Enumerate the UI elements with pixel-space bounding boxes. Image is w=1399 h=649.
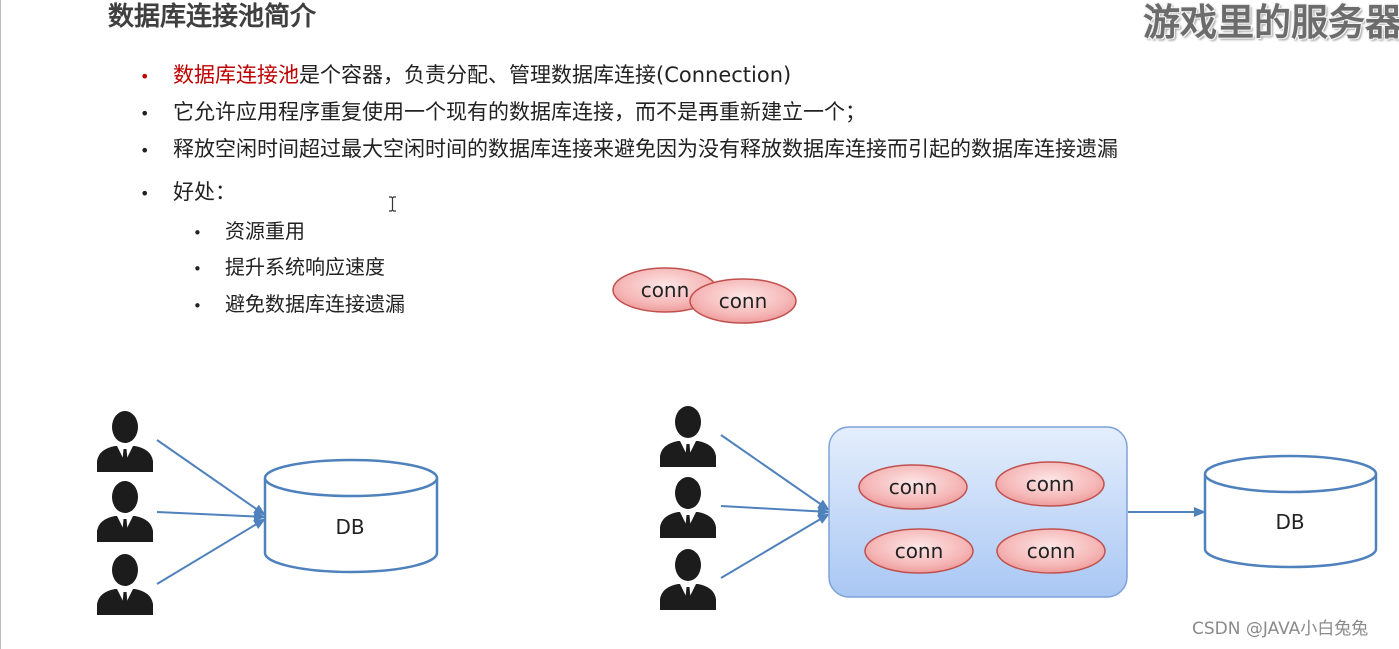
user-icon <box>660 549 716 610</box>
bullet-text: 它允许应用程序重复使用一个现有的数据库连接，而不是再重新建立一个； <box>173 100 866 124</box>
bullet-item: • 它允许应用程序重复使用一个现有的数据库连接，而不是再重新建立一个； <box>140 99 866 125</box>
arrow-user-to-db <box>156 439 266 516</box>
bullet-text: 是个容器，负责分配、管理数据库连接(Connection) <box>299 63 792 87</box>
bullet-dot: • <box>140 104 150 123</box>
left-users <box>97 411 153 615</box>
slide-title: 数据库连接池简介 <box>108 2 317 32</box>
sub-bullet-item: • 避免数据库连接遗漏 <box>193 291 405 317</box>
top-watermark-text: 游戏里的服务器 <box>1143 1 1399 44</box>
db-label: DB <box>335 515 364 539</box>
sub-bullet-list: • 资源重用 • 提升系统响应速度 • 避免数据库连接遗漏 <box>193 218 593 328</box>
bullet-dot: • <box>140 141 150 160</box>
arrow-user-to-db <box>156 511 266 522</box>
db-label: DB <box>1275 510 1304 534</box>
sub-bullet-dot: • <box>193 260 202 278</box>
right-db-cylinder: DB <box>1203 454 1378 569</box>
arrow-user-to-pool <box>720 505 830 517</box>
user-icon <box>660 477 716 538</box>
top-watermark: 游戏里的服务器 <box>1143 0 1399 46</box>
conn-label: conn <box>719 289 768 313</box>
left-arrows <box>156 439 266 585</box>
user-icon <box>97 554 153 615</box>
bullet-item: • 释放空闲时间超过最大空闲时间的数据库连接来避免因为没有释放数据库连接而引起的数… <box>140 136 1118 162</box>
arrow-user-to-db <box>156 518 266 585</box>
pool-conn: conn <box>996 528 1106 574</box>
user-icon <box>660 406 716 467</box>
conn-label: conn <box>1027 539 1076 563</box>
left-db-cylinder: DB <box>263 458 439 574</box>
sub-bullet-text: 提升系统响应速度 <box>225 255 385 279</box>
sub-bullet-dot: • <box>193 224 202 242</box>
user-icon <box>97 481 153 542</box>
bullet-list: • 数据库连接池是个容器，负责分配、管理数据库连接(Connection) • 它允… <box>140 62 1240 205</box>
conn-label: conn <box>895 539 944 563</box>
bullet-item: • 数据库连接池是个容器，负责分配、管理数据库连接(Connection) <box>140 62 791 88</box>
connection-pool: conn conn conn conn <box>828 426 1128 598</box>
right-arrows <box>720 434 1206 579</box>
conn-label: conn <box>1026 472 1075 496</box>
sub-bullet-text: 资源重用 <box>225 219 305 243</box>
bullet-text: 释放空闲时间超过最大空闲时间的数据库连接来避免因为没有释放数据库连接而引起的数据… <box>173 137 1118 161</box>
sub-bullet-text: 避免数据库连接遗漏 <box>225 292 405 316</box>
arrow-user-to-pool <box>720 434 830 511</box>
bullet-highlight: 数据库连接池 <box>173 63 299 87</box>
pool-conn: conn <box>864 528 974 574</box>
sub-bullet-item: • 提升系统响应速度 <box>193 254 385 280</box>
pool-conn: conn <box>995 461 1105 507</box>
conn-label: conn <box>641 278 690 302</box>
text-cursor-icon <box>389 196 396 212</box>
floating-conn-1: conn <box>612 267 718 313</box>
arrow-user-to-pool <box>720 513 830 579</box>
bullet-dot: • <box>140 184 150 203</box>
bullet-dot: • <box>140 67 150 86</box>
bottom-watermark: CSDN @JAVA小白兔兔 <box>1192 619 1369 639</box>
sub-bullet-dot: • <box>193 297 202 315</box>
sub-bullet-item: • 资源重用 <box>193 218 305 244</box>
slide-left-edge <box>0 0 1 649</box>
pool-conn: conn <box>858 464 968 510</box>
user-icon <box>97 411 153 472</box>
bullet-text: 好处： <box>173 180 236 204</box>
right-users <box>660 406 716 610</box>
conn-label: conn <box>889 475 938 499</box>
bullet-item: • 好处： <box>140 179 236 205</box>
floating-conn-2: conn <box>689 278 797 324</box>
